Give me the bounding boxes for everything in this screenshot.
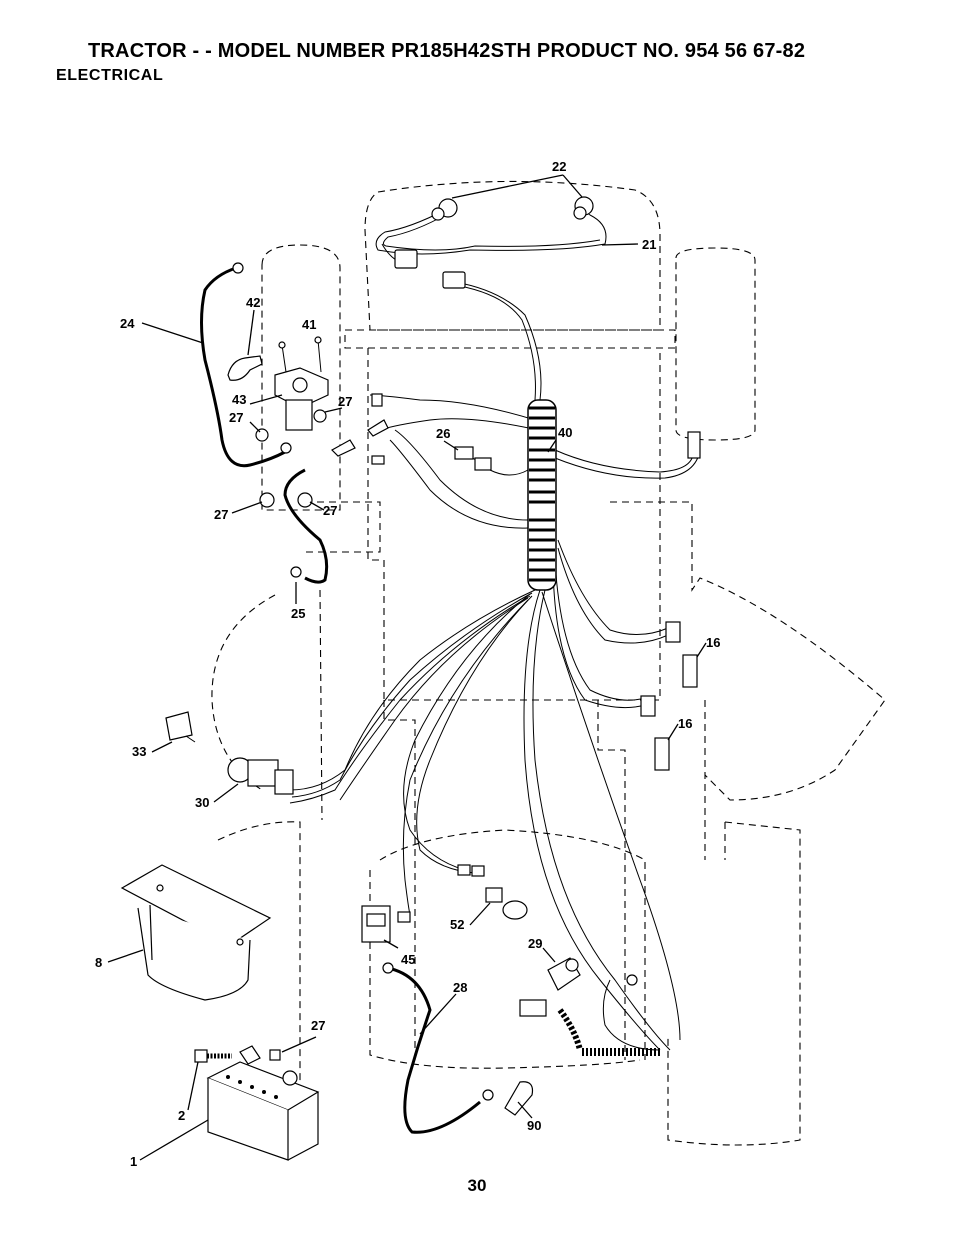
headlights <box>394 196 594 289</box>
callout-41: 41 <box>302 317 316 332</box>
callout-27-b: 27 <box>338 394 352 409</box>
battery-box <box>120 864 272 1001</box>
ammeter <box>361 905 391 943</box>
connectors <box>397 431 701 923</box>
callout-21: 21 <box>642 237 656 252</box>
page-number: 30 <box>467 1176 487 1195</box>
page-title: TRACTOR - - MODEL NUMBER PR185H42STH PRO… <box>88 40 806 62</box>
callout-40: 40 <box>558 425 572 440</box>
callout-27-d: 27 <box>323 503 337 518</box>
callout-1: 1 <box>130 1154 137 1169</box>
callout-42: 42 <box>246 295 260 310</box>
callout-52: 52 <box>450 917 464 932</box>
callout-8: 8 <box>95 955 102 970</box>
callout-27-a: 27 <box>229 410 243 425</box>
callout-27-e: 27 <box>311 1018 325 1033</box>
wiring-harness <box>289 209 701 1051</box>
callout-26: 26 <box>436 426 450 441</box>
callout-43: 43 <box>232 392 246 407</box>
callout-2: 2 <box>178 1108 185 1123</box>
washers-and-terminals <box>259 393 389 508</box>
callout-22: 22 <box>552 159 566 174</box>
callout-29: 29 <box>528 936 542 951</box>
fuse-holder <box>165 711 196 743</box>
conduit-tube <box>527 399 557 591</box>
tractor-outline <box>211 180 886 1146</box>
callout-33: 33 <box>132 744 146 759</box>
seat-switch <box>519 957 581 1017</box>
battery-hardware <box>194 1045 281 1065</box>
ignition-switch <box>227 757 294 795</box>
light-bulb <box>485 887 528 920</box>
terminal-boot <box>504 1081 534 1116</box>
callout-labels: 22 21 24 42 41 43 27 27 26 40 27 27 25 1… <box>95 159 720 1169</box>
callout-30: 30 <box>195 795 209 810</box>
callout-27-c: 27 <box>214 507 228 522</box>
coiled-cord <box>557 1008 660 1056</box>
battery-cables <box>200 262 638 1134</box>
battery <box>206 1061 320 1161</box>
solenoid-assembly <box>227 336 329 454</box>
callout-24: 24 <box>120 316 135 331</box>
callout-16-b: 16 <box>678 716 692 731</box>
callout-28: 28 <box>453 980 467 995</box>
callout-16-a: 16 <box>706 635 720 650</box>
leader-lines <box>107 174 707 1161</box>
section-title: ELECTRICAL <box>56 67 164 84</box>
callout-90: 90 <box>527 1118 541 1133</box>
callout-45: 45 <box>401 952 415 967</box>
callout-25: 25 <box>291 606 305 621</box>
